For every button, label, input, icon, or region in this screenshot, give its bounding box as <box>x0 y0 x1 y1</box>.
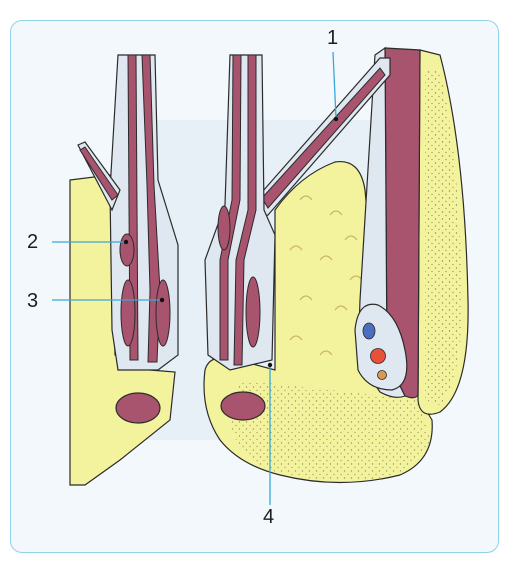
nerve-icon <box>377 370 387 380</box>
levator-ani-right-muscle <box>261 67 386 209</box>
right-internal-sphincter <box>217 205 231 251</box>
label-4: 4 <box>263 506 275 528</box>
left-longitudinal-muscle <box>155 279 171 347</box>
far-right-fat-dots <box>425 70 462 405</box>
label-2: 2 <box>27 231 39 253</box>
leader-dots <box>123 116 339 368</box>
leader-lines <box>52 51 337 505</box>
right-fat-dots <box>230 380 430 481</box>
vein-icon <box>362 322 376 340</box>
right-external-sphincter-deep <box>245 276 261 348</box>
artery-icon <box>370 348 386 364</box>
left-external-sphincter-deep <box>120 279 136 347</box>
left-wall-muscle-b <box>141 54 161 363</box>
right-wall-muscle-b <box>233 54 257 366</box>
levator-ani-left-muscle <box>79 146 119 201</box>
leader-line-1 <box>332 51 337 119</box>
label-1: 1 <box>327 27 339 49</box>
right-sphincter-muscle <box>220 391 266 421</box>
label-3: 3 <box>27 290 39 312</box>
left-internal-sphincter <box>119 233 135 267</box>
left-sphincter-muscle <box>115 392 161 424</box>
